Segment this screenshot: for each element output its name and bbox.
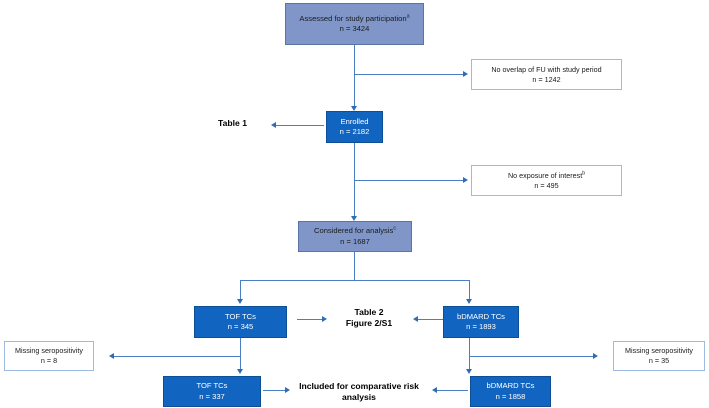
connector-tof-top-to-bottom [240,338,241,372]
arrowhead-to-bdmard-top [465,299,472,304]
node-bdmard-top-label: bDMARD TCs [457,311,505,321]
node-assessed-for-study-participation: Assessed for study participationa n = 34… [285,3,424,45]
node-considered-label: Considered for analysisc [313,225,396,236]
connector-bdmard-to-table2 [418,319,445,320]
arrowhead-table2-from-left [322,315,327,322]
node-missing-seropositivity-left: Missing seropositivity n = 8 [4,341,94,371]
connector-bdmard-to-included [437,390,468,391]
connector-split-right [469,280,470,302]
node-bdmard-tcs-bottom: bDMARD TCs n = 1858 [470,376,551,407]
connector-bdmard-top-to-bottom [469,338,470,372]
caption-table-2-line1: Table 2 [354,307,384,317]
caption-table-2-line2: Figure 2/S1 [345,318,393,329]
caption-included-line2: analysis [342,392,376,403]
node-no-overlap-count: n = 1242 [532,74,561,84]
arrowhead-to-tof-bottom [236,369,243,374]
node-no-overlap-label: No overlap of FU with study period [491,64,602,74]
node-missing-left-count: n = 8 [40,356,58,365]
arrowhead-to-table1 [271,121,276,128]
connector-enrolled-to-considered [354,143,355,219]
node-bdmard-bottom-count: n = 1858 [495,391,526,401]
node-missing-seropositivity-right: Missing seropositivity n = 35 [613,341,705,371]
node-assessed-superscript: a [406,13,410,20]
caption-table-2-figure-2-s1: Table 2 Figure 2/S1 [331,307,407,329]
connector-split-left [240,280,241,302]
node-bdmard-tcs-top: bDMARD TCs n = 1893 [443,306,519,338]
node-no-exposure-of-interest: No exposure of interestb n = 495 [471,165,622,196]
connector-tof-to-table2 [297,319,324,320]
arrowhead-included-from-right [432,386,437,393]
caption-included-line1: Included for comparative risk [299,381,419,391]
node-missing-right-count: n = 35 [648,356,670,365]
arrowhead-to-enrolled [350,106,357,111]
node-enrolled-count: n = 2182 [339,127,370,136]
node-considered-count: n = 1687 [340,236,370,246]
node-considered-for-analysis: Considered for analysisc n = 1687 [298,221,412,252]
arrowhead-included-from-left [285,386,290,393]
node-missing-right-label: Missing seropositivity [625,346,693,356]
node-no-exposure-count: n = 495 [534,180,559,190]
node-tof-tcs-top: TOF TCs n = 345 [194,306,287,338]
node-bdmard-top-count: n = 1893 [466,322,496,331]
connector-tof-to-included [263,390,287,391]
connector-to-no-exposure [354,180,465,181]
connector-split-bar [240,280,469,281]
node-assessed-count: n = 3424 [339,24,370,33]
node-tof-bottom-label: TOF TCs [196,381,228,391]
node-tof-tcs-bottom: TOF TCs n = 337 [163,376,261,407]
arrowhead-table2-from-right [413,315,418,322]
arrowhead-to-no-exposure [463,176,468,183]
connector-assessed-to-enrolled [354,45,355,108]
node-enrolled-label: Enrolled [340,116,369,126]
arrowhead-to-missing-right [593,352,598,359]
connector-to-table1 [276,125,324,126]
arrowhead-to-missing-left [109,352,114,359]
node-enrolled: Enrolled n = 2182 [326,111,383,143]
arrowhead-to-tof-top [236,299,243,304]
connector-considered-down [354,252,355,280]
node-considered-superscript: c [393,225,396,232]
node-assessed-label: Assessed for study participationa [299,13,410,23]
node-tof-top-label: TOF TCs [225,311,256,321]
node-no-exposure-superscript: b [582,170,586,177]
node-no-exposure-label: No exposure of interestb [507,170,586,180]
node-tof-bottom-count: n = 337 [199,391,225,401]
connector-to-no-overlap [354,74,465,75]
node-no-overlap-of-fu: No overlap of FU with study period n = 1… [471,59,622,90]
node-bdmard-bottom-label: bDMARD TCs [486,381,535,391]
caption-included-for-comparative-risk-analysis: Included for comparative risk analysis [289,381,429,403]
arrowhead-to-bdmard-bottom [465,369,472,374]
arrowhead-to-no-overlap [463,70,468,77]
node-tof-top-count: n = 345 [227,322,254,331]
connector-to-missing-left [114,356,240,357]
node-missing-left-label: Missing seropositivity [15,346,83,356]
caption-table-1: Table 1 [218,118,247,128]
arrowhead-to-considered [350,216,357,221]
connector-to-missing-right [469,356,595,357]
